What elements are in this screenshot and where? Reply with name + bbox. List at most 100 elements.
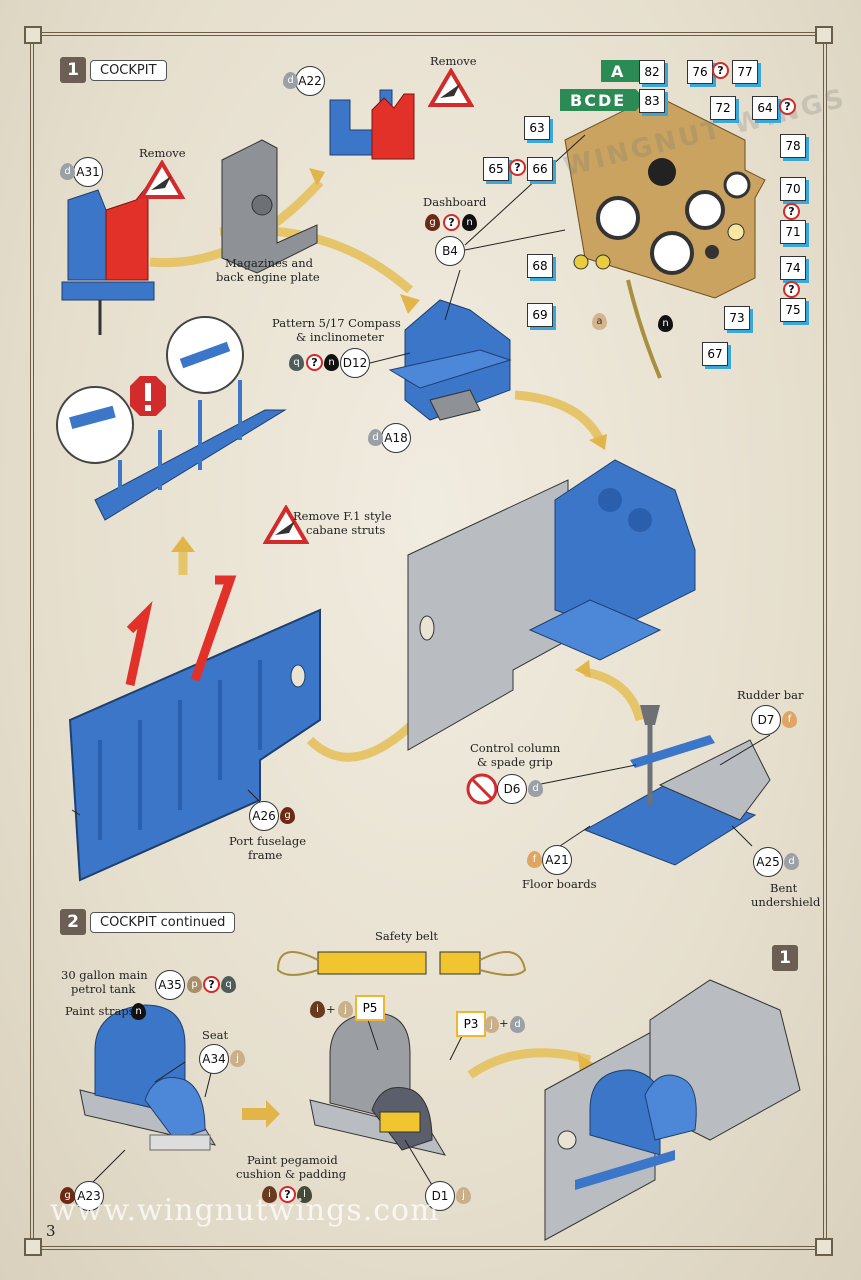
frame-corner xyxy=(24,1238,42,1256)
decal-number: 74 xyxy=(780,256,806,280)
decal-number: 77 xyxy=(732,60,758,84)
paint-drop: g xyxy=(425,214,440,231)
step-number: 2 xyxy=(60,909,86,935)
remove-struts-label-1: Remove F.1 style xyxy=(293,509,392,523)
paint-drop: q xyxy=(221,976,236,993)
warning-triangle-icon xyxy=(428,68,474,107)
paint-straps-label: Paint straps xyxy=(65,1004,135,1018)
unknown-color-icon: ? xyxy=(783,203,800,220)
safety-belt-label: Safety belt xyxy=(375,929,439,943)
unknown-color-icon: ? xyxy=(509,159,526,176)
part-callout: A22 xyxy=(295,66,325,96)
part-callout: D12 xyxy=(340,348,370,378)
compass-label-2: & inclinometer xyxy=(296,330,384,344)
remove-label: Remove xyxy=(139,146,186,160)
decal-number: 75 xyxy=(780,298,806,322)
port-frame-label-2: frame xyxy=(248,848,283,862)
paint-drop: n xyxy=(131,1003,146,1020)
unknown-color-icon: ? xyxy=(783,281,800,298)
part-callout: D6 xyxy=(497,774,527,804)
decal-number: 68 xyxy=(527,254,553,278)
step-2-header: 2 COCKPIT continued xyxy=(60,908,236,936)
decal-number: 83 xyxy=(639,89,665,113)
part-callout: A23 xyxy=(74,1181,104,1211)
magazines-label-1: Magazines and xyxy=(225,256,313,270)
paint-drop: a xyxy=(592,313,607,330)
step-1-header: 1 COCKPIT xyxy=(60,56,167,84)
part-callout: A26 xyxy=(249,801,279,831)
magazines-label-2: back engine plate xyxy=(216,270,320,284)
page-frame xyxy=(30,32,827,1250)
paint-drop: q xyxy=(289,354,304,371)
caution-octagon-icon xyxy=(130,376,166,416)
decal-number: 63 xyxy=(524,116,550,140)
paint-drop: j xyxy=(230,1050,245,1067)
paint-drop: f xyxy=(527,851,542,868)
step-arrow xyxy=(242,1100,280,1128)
undershield-label-2: undershield xyxy=(751,895,821,909)
step-title: COCKPIT continued xyxy=(90,911,236,933)
tank-label-2: petrol tank xyxy=(71,982,136,996)
paint-drop: g xyxy=(280,807,295,824)
step-number: 1 xyxy=(60,57,86,83)
part-callout: D1 xyxy=(425,1181,455,1211)
decal-number: 65 xyxy=(483,157,509,181)
pegamoid-label-2: cushion & padding xyxy=(236,1167,347,1181)
control-column-label-2: & spade grip xyxy=(477,755,553,769)
decal-part-box: P3 xyxy=(456,1011,486,1037)
assembly-arrow xyxy=(514,390,605,443)
remove-struts-label-2: cabane struts xyxy=(306,523,386,537)
paint-drop: f xyxy=(782,711,797,728)
decal-number: 69 xyxy=(527,303,553,327)
assembly-arrow xyxy=(467,1048,592,1079)
paint-drop: d xyxy=(368,429,383,446)
decal-number: 70 xyxy=(780,177,806,201)
paint-drop: n xyxy=(324,354,339,371)
decal-option-flag: A xyxy=(601,60,647,82)
paint-drop: i xyxy=(262,1186,277,1203)
part-callout: A31 xyxy=(73,157,103,187)
decal-option-flag: BCDE xyxy=(560,89,646,111)
unknown-color-icon: ? xyxy=(712,62,729,79)
step-reference-badge: 1 xyxy=(772,945,798,971)
paint-drop: j xyxy=(338,1001,353,1018)
part-callout: A34 xyxy=(199,1044,229,1074)
warning-triangle-icon xyxy=(139,160,185,199)
warning-triangle-icon xyxy=(263,505,309,544)
unknown-color-icon: ? xyxy=(779,98,796,115)
port-frame-label-1: Port fuselage xyxy=(229,834,307,848)
frame-corner xyxy=(24,26,42,44)
unknown-color-icon: ? xyxy=(203,976,220,993)
remove-label: Remove xyxy=(430,54,477,68)
paint-drop: i xyxy=(310,1001,325,1018)
decal-number: 72 xyxy=(710,96,736,120)
seat-label: Seat xyxy=(202,1028,229,1042)
pegamoid-label-1: Paint pegamoid xyxy=(247,1153,338,1167)
part-callout: A25 xyxy=(753,847,783,877)
paint-drop: d xyxy=(528,780,543,797)
paint-drop: p xyxy=(187,976,202,993)
paint-drop: d xyxy=(784,853,799,870)
part-callout: A18 xyxy=(381,423,411,453)
step-title: COCKPIT xyxy=(90,59,167,81)
decal-number: 73 xyxy=(724,306,750,330)
page-number: 3 xyxy=(46,1222,56,1240)
decal-number: 78 xyxy=(780,134,806,158)
prohibited-glue-icon xyxy=(466,773,498,805)
assembly-arrow xyxy=(584,667,645,722)
paint-drop: d xyxy=(283,72,298,89)
tank-label-1: 30 gallon main xyxy=(61,968,148,982)
undershield-label-1: Bent xyxy=(770,881,798,895)
part-callout: B4 xyxy=(435,236,465,266)
unknown-color-icon: ? xyxy=(279,1186,296,1203)
dashboard-label: Dashboard xyxy=(423,195,487,209)
plus-sign: + xyxy=(499,1016,509,1030)
decal-part-box: P5 xyxy=(355,995,385,1021)
frame-corner xyxy=(815,1238,833,1256)
frame-corner xyxy=(815,26,833,44)
compass-label-1: Pattern 5/17 Compass xyxy=(272,316,401,330)
decal-number: 71 xyxy=(780,220,806,244)
paint-drop: d xyxy=(60,163,75,180)
